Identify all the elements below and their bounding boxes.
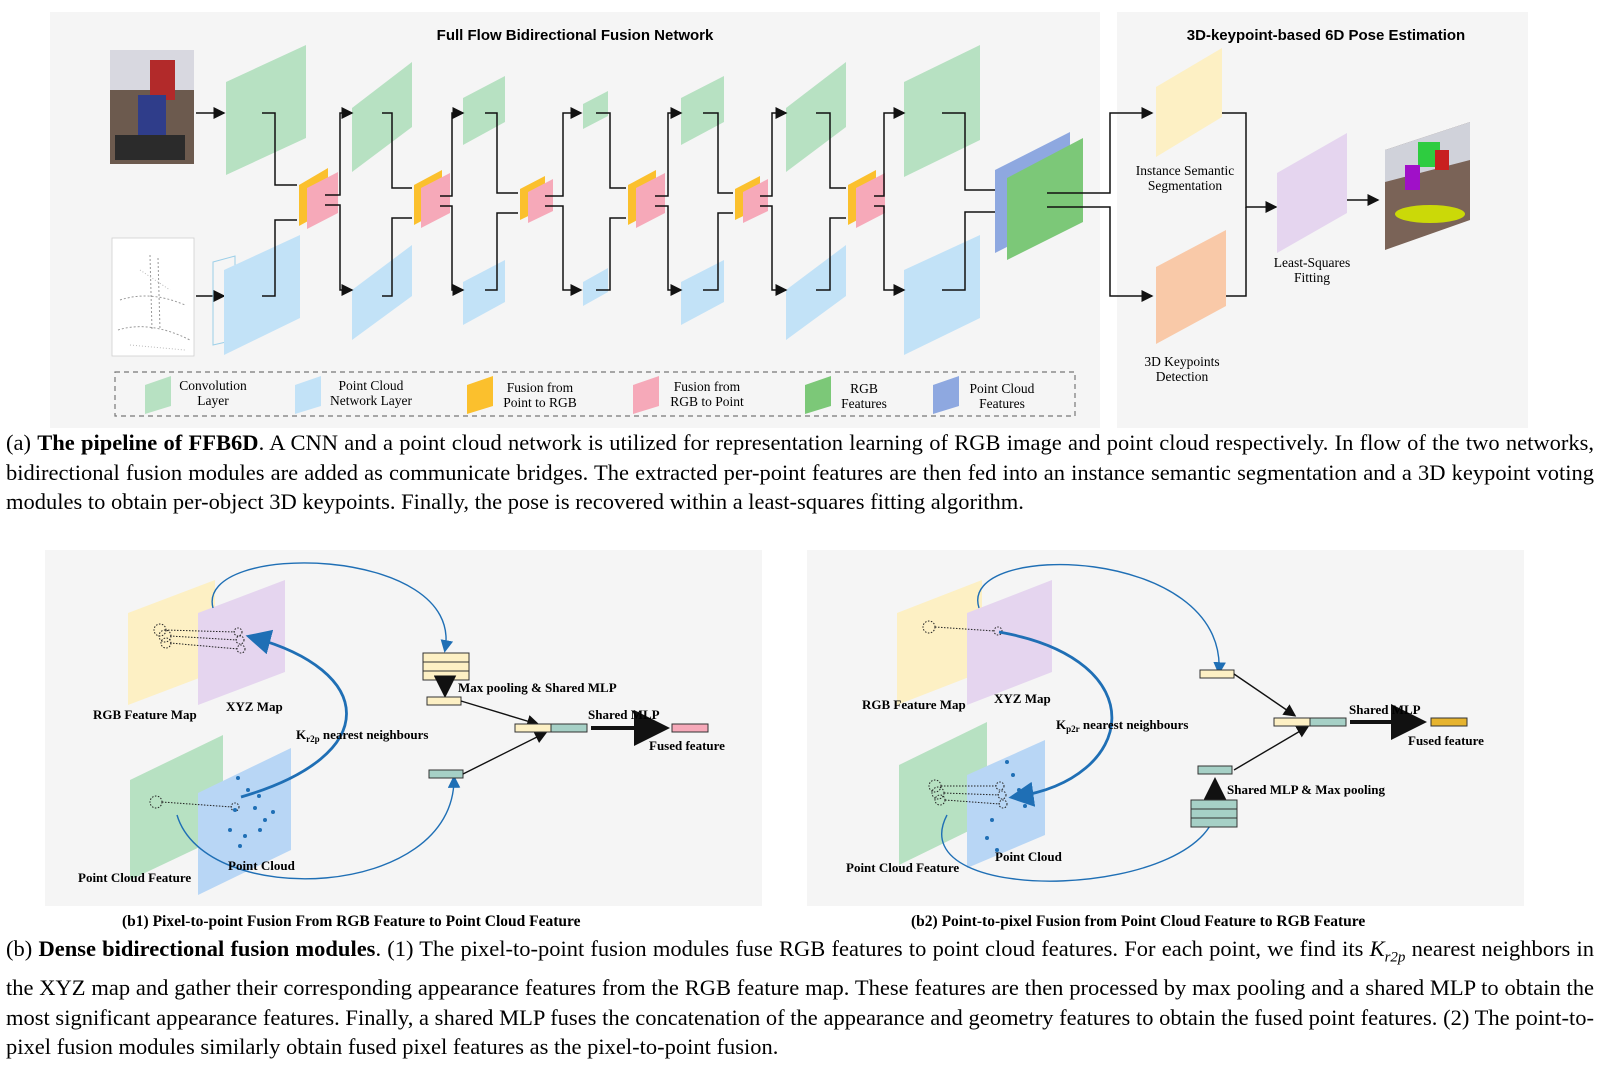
point-cloud: [198, 748, 291, 895]
legend-pcf-2: Features: [979, 396, 1025, 411]
point-cloud-feature: [899, 722, 987, 865]
legend-swatches: [145, 376, 959, 414]
output-pose-image: [1385, 122, 1470, 250]
point-cloud: [967, 740, 1045, 868]
keypoint-layer: [1156, 230, 1226, 344]
fused-label: Fused feature: [649, 738, 725, 753]
subcaption-b1: (b1) Pixel-to-point Fusion From RGB Feat…: [122, 913, 581, 930]
caption-a-text: . A CNN and a point cloud network is uti…: [6, 430, 1595, 514]
xyz-map-label: XYZ Map: [226, 699, 283, 714]
fusion-b1-panel: RGB Feature Map XYZ Map Kr2p nearest nei…: [45, 550, 762, 906]
fused-feature-bar: [671, 723, 709, 733]
fused-label: Fused feature: [1408, 733, 1484, 748]
pooled-feature: [426, 696, 462, 706]
caption-b-k: K: [1369, 936, 1385, 961]
caption-b-prefix: (b): [6, 936, 39, 961]
network-title: Full Flow Bidirectional Fusion Network: [437, 27, 714, 44]
xyz-map: [198, 580, 285, 705]
rgb-feature-map: [128, 580, 215, 705]
pixel-feature: [1199, 669, 1235, 679]
fused-feature-bar: [1430, 717, 1468, 727]
subcaption-b2: (b2) Point-to-pixel Fusion from Point Cl…: [911, 913, 1366, 930]
caption-b-text-2: nearest neighbors in the XYZ map and gat…: [6, 936, 1594, 1059]
xyz-map-label: XYZ Map: [994, 691, 1051, 706]
least-squares-layer: [1277, 133, 1347, 253]
connectors: [262, 107, 995, 297]
input-rgb-image: [110, 50, 194, 164]
shared-mlp-label: Shared MLP: [588, 707, 660, 722]
legend-rgbf-1: RGB: [850, 381, 878, 396]
pc-feature-label: Point Cloud Feature: [846, 860, 959, 875]
caption-b-k-sub: r2p: [1384, 949, 1406, 966]
pipeline-panel: Full Flow Bidirectional Fusion Network 3…: [0, 0, 1598, 430]
legend-pcf-1: Point Cloud: [970, 381, 1035, 396]
seg-label-1: Instance Semantic: [1136, 163, 1235, 178]
legend-pcn-2: Network Layer: [330, 393, 413, 408]
concat-point: [550, 723, 588, 733]
segmentation-layer: [1156, 48, 1222, 157]
knn-label: Kp2r nearest neighbours: [1056, 717, 1188, 734]
pc-label: Point Cloud: [228, 858, 296, 873]
kp-label-1: 3D Keypoints: [1144, 354, 1219, 369]
pc-label: Point Cloud: [995, 849, 1063, 864]
mlp-pool-label: Shared MLP & Max pooling: [1227, 782, 1385, 797]
legend-conv-2: Layer: [197, 393, 229, 408]
pooled-point-feature: [1197, 765, 1233, 775]
lsq-label-2: Fitting: [1294, 270, 1330, 285]
caption-a-bold: The pipeline of FFB6D: [37, 430, 259, 455]
point-cloud-layers: [212, 235, 980, 355]
gathered-point-features: [1190, 799, 1238, 828]
legend-conv-1: Convolution: [179, 378, 247, 393]
pc-feature-label: Point Cloud Feature: [78, 870, 191, 885]
input-point-cloud-image: [111, 237, 195, 357]
fusion-blocks: [299, 168, 885, 229]
neighbour-links: [922, 620, 1008, 809]
point-feature: [428, 769, 464, 779]
caption-a: (a) The pipeline of FFB6D. A CNN and a p…: [6, 428, 1594, 517]
pipeline-diagram: Full Flow Bidirectional Fusion Network 3…: [50, 12, 1528, 428]
conv-layers: [226, 45, 980, 177]
legend-p2r-1: Fusion from: [507, 380, 574, 395]
kp-label-2: Detection: [1156, 369, 1209, 384]
caption-b: (b) Dense bidirectional fusion modules. …: [6, 934, 1594, 1062]
legend-labels: Convolution Layer Point Cloud Network La…: [179, 378, 1034, 411]
pose-connectors: [1047, 107, 1380, 302]
seg-label-2: Segmentation: [1148, 178, 1222, 193]
legend-pcn-1: Point Cloud: [339, 378, 404, 393]
gathered-features: [422, 652, 470, 681]
legend-r2p-2: RGB to Point: [670, 394, 744, 409]
rgb-map-label: RGB Feature Map: [93, 707, 197, 722]
legend-box: [114, 371, 1076, 417]
caption-b-bold: Dense bidirectional fusion modules: [38, 936, 376, 961]
pixel-to-point-diagram: RGB Feature Map XYZ Map Kr2p nearest nei…: [45, 550, 762, 906]
legend-rgbf-2: Features: [841, 396, 887, 411]
caption-a-prefix: (a): [6, 430, 38, 455]
legend-r2p-1: Fusion from: [674, 379, 741, 394]
concat-rgb: [1273, 717, 1311, 727]
concat-rgb: [514, 723, 552, 733]
final-features: [995, 132, 1083, 260]
lsq-label-1: Least-Squares: [1274, 255, 1350, 270]
caption-b-text-1: . (1) The pixel-to-point fusion modules …: [375, 936, 1370, 961]
maxpool-label: Max pooling & Shared MLP: [458, 680, 617, 695]
xyz-map: [967, 580, 1052, 705]
rgb-map-label: RGB Feature Map: [862, 697, 966, 712]
rgb-feature-map: [897, 580, 982, 705]
shared-mlp-label: Shared MLP: [1349, 702, 1421, 717]
pose-title: 3D-keypoint-based 6D Pose Estimation: [1187, 27, 1465, 44]
fusion-b2-panel: RGB Feature Map XYZ Map Kp2r nearest nei…: [807, 550, 1524, 906]
knn-label: Kr2p nearest neighbours: [296, 727, 428, 744]
point-to-pixel-diagram: RGB Feature Map XYZ Map Kp2r nearest nei…: [807, 550, 1524, 906]
legend-p2r-2: Point to RGB: [503, 395, 577, 410]
point-dots: [228, 776, 275, 848]
concat-point: [1309, 717, 1347, 727]
